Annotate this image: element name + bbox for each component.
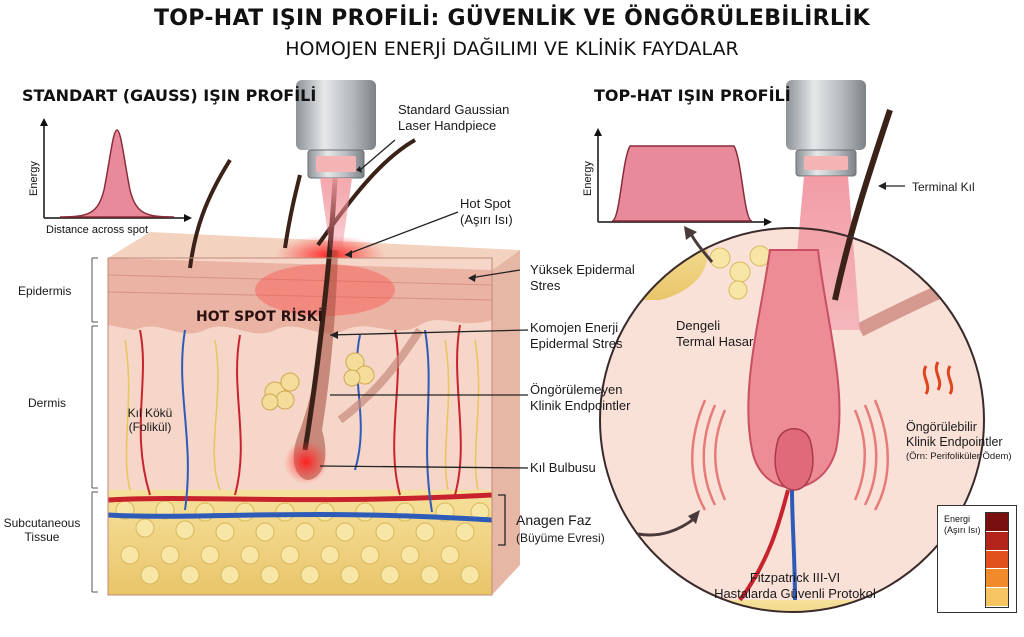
tophat-ylabel: Energy [582, 161, 594, 196]
callout-epidermal-stress: Yüksek Epidermal Stres [530, 262, 635, 293]
gaussian-xlabel: Distance across spot [46, 224, 148, 236]
safe-protocol-label: Fitzpatrick III-VI Hastalarda Güvenli Pr… [700, 570, 890, 601]
balanced-damage-label: Dengeli Termal Hasar [676, 318, 753, 349]
callout-anagen: Anagen Faz [516, 512, 592, 529]
callout-homogeneous: Komojen Enerji Epidermal Stres [530, 320, 622, 351]
layer-epidermis: Epidermis [18, 284, 71, 298]
hot-spot-label: Hot Spot (Aşırı Isı) [460, 196, 513, 227]
legend-seg-0 [986, 513, 1008, 532]
layer-subcutaneous: Subcutaneous Tissue [2, 516, 82, 545]
callout-bulb: Kıl Bulbusu [530, 460, 596, 476]
legend-scale-bar [985, 512, 1009, 608]
callout-unpredictable: Öngörülemeyen Klinik Endpointler [530, 382, 630, 413]
tophat-graph [594, 128, 772, 226]
left-panel-title: STANDART (GAUSS) IŞIN PROFİLİ [22, 86, 316, 105]
legend-seg-4 [986, 588, 1008, 607]
legend-seg-3 [986, 569, 1008, 588]
skin-cross-section [108, 140, 520, 595]
tophat-handpiece [786, 80, 866, 176]
legend-seg-1 [986, 532, 1008, 551]
hot-spot-risk-label: HOT SPOT RİSKİ [196, 309, 323, 325]
gaussian-handpiece [296, 80, 376, 250]
gaussian-ylabel: Energy [28, 161, 40, 196]
predictable-endpoints-sub: (Örn: Perifoliküler Ödem) [906, 451, 1024, 462]
predictable-endpoints-label: Öngörülebilir Klinik Endpointler [906, 420, 1024, 450]
callout-anagen-sub: (Büyüme Evresi) [516, 531, 605, 545]
follicle-label: Kıl Kökü (Folikül) [110, 406, 190, 435]
right-panel-title: TOP-HAT IŞIN PROFİLİ [594, 86, 791, 105]
layer-brackets [92, 258, 98, 592]
layer-dermis: Dermis [28, 396, 66, 410]
handpiece-label: Standard Gaussian Laser Handpiece [398, 102, 509, 133]
legend-seg-2 [986, 551, 1008, 570]
legend-title: Energi (Aşırı Isı) [944, 514, 981, 536]
gaussian-graph [40, 118, 192, 222]
terminal-hair-label: Terminal Kıl [912, 180, 975, 194]
